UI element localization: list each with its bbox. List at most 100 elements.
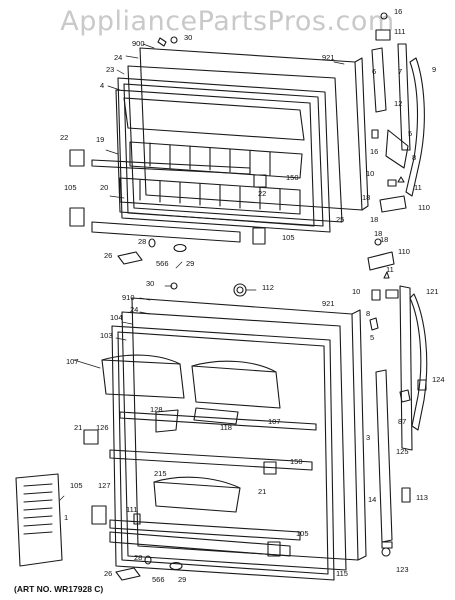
callout-128: 128 — [150, 405, 163, 414]
art-number-label: (ART NO. WR17928 C) — [14, 584, 104, 594]
callout-28: 28 — [138, 237, 146, 246]
callout-921: 921 — [322, 299, 335, 308]
callout-5: 5 — [370, 333, 374, 342]
fresh-door-handle — [399, 285, 413, 451]
plug-29 — [173, 243, 187, 253]
spacer-28 — [148, 238, 156, 248]
hinge-5 — [385, 129, 409, 169]
callout-7: 7 — [398, 67, 402, 76]
callout-215: 215 — [154, 469, 167, 478]
callout-18: 18 — [362, 193, 370, 202]
callout-566: 566 — [152, 575, 165, 584]
callout-29: 29 — [178, 575, 186, 584]
callout-14: 14 — [368, 495, 376, 504]
callout-104: 104 — [110, 313, 123, 322]
callout-1: 1 — [64, 513, 68, 522]
hinge-bottom-125 — [375, 369, 393, 543]
callout-123: 123 — [396, 565, 409, 574]
callout-4: 4 — [100, 81, 104, 90]
callout-124: 124 — [432, 375, 445, 384]
hinge-110 — [367, 251, 395, 271]
callout-18: 18 — [374, 229, 382, 238]
callout-6: 6 — [372, 67, 376, 76]
callout-30: 30 — [184, 33, 192, 42]
callout-21: 21 — [258, 487, 266, 496]
callout-9: 9 — [432, 65, 436, 74]
callout-21: 21 — [74, 423, 82, 432]
callout-112: 112 — [262, 283, 274, 292]
callout-105: 105 — [282, 233, 295, 242]
cap-124 — [417, 379, 427, 391]
callout-23: 23 — [106, 65, 114, 74]
callout-113: 113 — [416, 493, 428, 502]
egg-bin — [153, 481, 241, 513]
rack-bracket-left — [69, 207, 85, 227]
freezer-liner-frame — [117, 77, 331, 233]
fresh-door-gasket — [121, 311, 347, 571]
door-rack-lower — [109, 531, 291, 557]
callout-111: 111 — [126, 505, 137, 514]
fresh-door-liner — [111, 325, 335, 581]
plug-112 — [233, 283, 247, 297]
callout-121: 121 — [426, 287, 439, 296]
callout-8: 8 — [366, 309, 370, 318]
callout-10: 10 — [366, 169, 374, 178]
callout-105: 105 — [70, 481, 83, 490]
bracket-21-right — [263, 461, 277, 475]
door-bin-upper-left — [101, 359, 185, 399]
freezer-inner-shelf — [115, 89, 315, 227]
hinge-plate-110 — [379, 195, 407, 213]
callout-105: 105 — [64, 183, 77, 192]
callout-125: 125 — [396, 447, 409, 456]
freezer-gasket — [127, 65, 343, 223]
door-bin-upper-right — [191, 365, 281, 409]
callout-115: 115 — [336, 569, 348, 578]
callout-118: 118 — [220, 423, 232, 432]
bracket-105-right — [267, 541, 281, 557]
handle-121 — [409, 293, 428, 431]
callout-566: 566 — [156, 259, 169, 268]
leader-lines — [59, 43, 345, 501]
fresh-door-outer-panel — [131, 297, 359, 561]
freezer-door-rack — [91, 221, 241, 243]
handle-trim-7 — [397, 43, 411, 151]
cap-111 — [375, 29, 391, 41]
callout-110: 110 — [418, 203, 430, 212]
callout-3: 3 — [366, 433, 370, 442]
handle-9 — [405, 57, 425, 197]
shelf-bracket-left — [69, 149, 85, 167]
freezer-door-assembly — [69, 36, 369, 265]
dairy-compartment — [193, 407, 239, 425]
screw-30 — [170, 36, 178, 44]
callout-107: 107 — [268, 417, 281, 426]
callout-127: 127 — [98, 481, 111, 490]
middle-hinge-assembly — [367, 238, 395, 279]
callout-16: 16 — [394, 7, 402, 16]
callout-24: 24 — [114, 53, 122, 62]
owners-manual — [15, 473, 63, 567]
callout-20: 20 — [100, 183, 108, 192]
callout-22: 22 — [258, 189, 266, 198]
rack-bracket-right — [252, 227, 266, 245]
callout-150: 150 — [286, 173, 299, 182]
callout-8: 8 — [412, 153, 416, 162]
freezer-shelf-bar — [91, 159, 251, 175]
watermark-text: AppliancePartsPros.com — [60, 6, 395, 37]
handle-strip-6 — [371, 47, 387, 113]
callout-111: 111 — [394, 27, 405, 36]
bracket-21-left — [83, 429, 99, 445]
callout-5: 5 — [408, 129, 412, 138]
callout-22: 22 — [60, 133, 68, 142]
callout-19: 19 — [96, 135, 104, 144]
callout-26: 26 — [104, 251, 112, 260]
freezer-lower-bin — [119, 177, 301, 215]
callout-16: 16 — [370, 147, 378, 156]
callout-900: 900 — [132, 39, 145, 48]
callout-12: 12 — [394, 99, 402, 108]
fresh-food-door-assembly — [15, 282, 428, 581]
callout-24: 24 — [130, 305, 138, 314]
shelf-bracket-right — [253, 174, 267, 188]
callout-29: 29 — [186, 259, 194, 268]
